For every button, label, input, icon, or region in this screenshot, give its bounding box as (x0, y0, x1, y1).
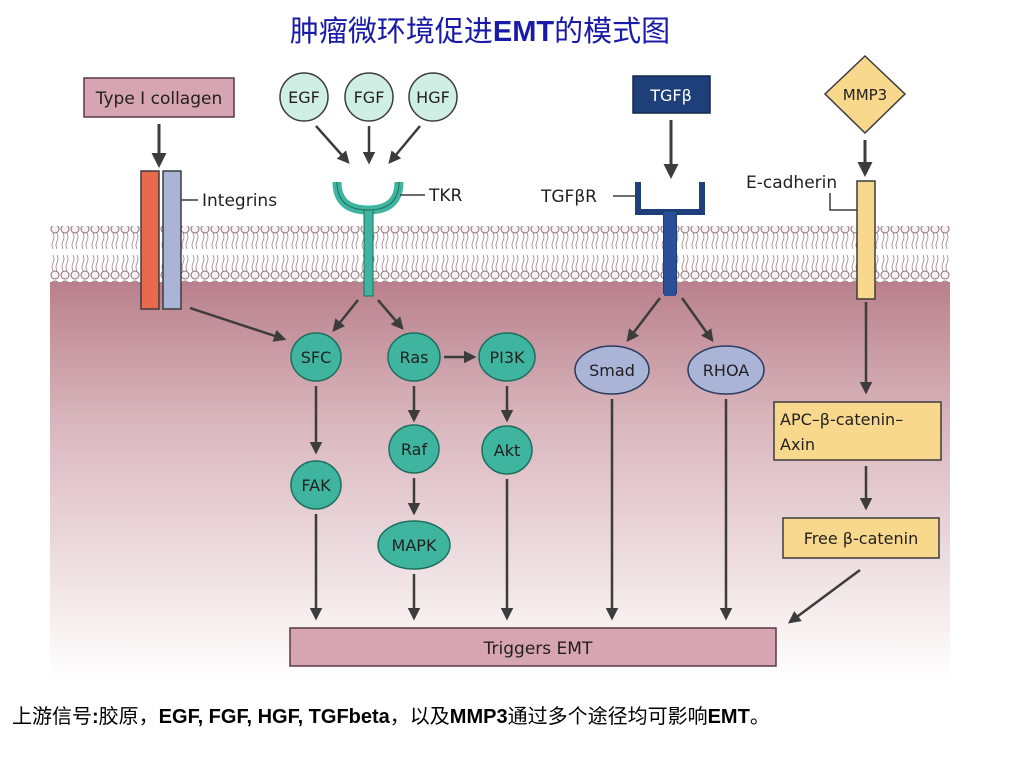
raf-node (388, 424, 440, 474)
fak-node (290, 460, 342, 510)
apc-line1: APC–β-catenin– (780, 410, 903, 429)
egf-node (279, 72, 329, 122)
caption-segment: ，以及 (389, 704, 450, 728)
mmp3-diamond (823, 54, 907, 135)
caption-segment: 上游信号 (12, 704, 92, 728)
hgf-node (408, 72, 458, 122)
pi3k-node (478, 332, 536, 382)
hgf-label: HGF (416, 88, 450, 107)
free-bcatenin-label: Free β-catenin (804, 529, 918, 548)
smad-label: Smad (589, 361, 635, 380)
cell-membrane (50, 226, 950, 282)
apc-line2: Axin (780, 435, 815, 454)
caption-segment: EGF, FGF, HGF, TGFbeta (158, 706, 390, 728)
sfc-node (290, 332, 342, 382)
egf-label: EGF (288, 88, 320, 107)
caption-segment: MMP3 (449, 706, 508, 728)
caption-segment: EMT (707, 706, 750, 728)
title-suffix: 的模式图 (554, 14, 671, 48)
tkr-receptor (332, 181, 404, 215)
triggers-emt-label: Triggers EMT (483, 639, 593, 659)
tgfb-label: TGFβ (649, 86, 692, 105)
caption-segment: : (92, 706, 99, 728)
rhoa-node (687, 345, 765, 395)
mmp3-label: MMP3 (843, 86, 887, 104)
ras-label: Ras (400, 348, 429, 367)
fgf-node (344, 72, 394, 122)
title-bold: EMT (492, 16, 555, 48)
integrins-label: Integrins (202, 191, 277, 211)
type1-collagen-box (83, 77, 235, 118)
ras-node (387, 332, 441, 382)
tgfbr-label: TGFβR (540, 187, 597, 207)
mapk-node (377, 520, 451, 570)
fak-label: FAK (301, 476, 331, 495)
type1-collagen-label: Type I collagen (95, 89, 223, 109)
ecadherin-bar (856, 180, 876, 300)
ecadherin-label: E-cadherin (746, 173, 837, 193)
sfc-label: SFC (301, 348, 332, 367)
pi3k-label: PI3K (489, 348, 525, 367)
integrin-blue-subunit (162, 170, 182, 310)
free-bcatenin-box (782, 517, 940, 559)
caption-segment: 通过多个途径均可影响 (507, 704, 708, 728)
smad-node (574, 345, 650, 395)
triggers-emt-box (289, 627, 777, 667)
title-prefix: 肿瘤微环境促进 (289, 14, 493, 48)
mapk-label: MAPK (392, 536, 437, 555)
caption-segment: 。 (749, 704, 770, 728)
fgf-label: FGF (354, 88, 385, 107)
page-title: 肿瘤微环境促进EMT的模式图 (0, 8, 960, 50)
apc-bcatenin-axin-box (773, 401, 942, 461)
tkr-label: TKR (428, 186, 463, 206)
akt-node (481, 425, 533, 475)
rhoa-label: RHOA (703, 361, 749, 380)
caption: 上游信号:胶原，EGF, FGF, HGF, TGFbeta，以及MMP3通过多… (12, 700, 770, 729)
tgfb-box (632, 75, 711, 114)
raf-label: Raf (401, 440, 428, 459)
akt-label: Akt (494, 441, 520, 460)
emt-pathway-diagram: Type I collagen Integrins EGF FGF HGF TK… (50, 54, 950, 680)
integrin-red-subunit (140, 170, 160, 310)
caption-segment: 胶原， (98, 704, 159, 728)
